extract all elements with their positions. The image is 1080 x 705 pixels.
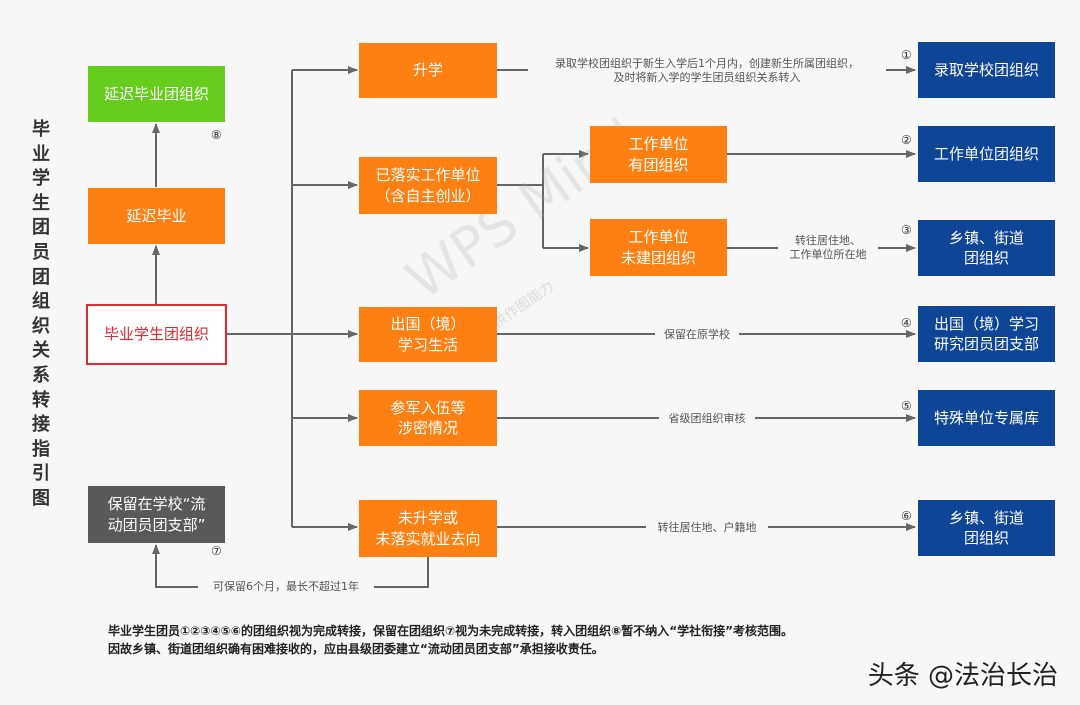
edge-label-abroad: 保留在原学校 bbox=[655, 328, 739, 342]
footer-note: 毕业学生团员①②③④⑤⑥的团组织视为完成转接，保留在团组织⑦视为未完成转接，转入… bbox=[108, 624, 794, 656]
target-special-unit: 特殊单位专属库 bbox=[918, 390, 1055, 446]
node-unit-no-org: 工作单位 未建团组织 bbox=[590, 219, 727, 276]
marker-6: ⑥ bbox=[901, 509, 912, 523]
edge-label-military: 省级团组织审核 bbox=[659, 412, 755, 426]
node-military: 参军入伍等 涉密情况 bbox=[359, 390, 497, 446]
node-further-study: 升学 bbox=[359, 43, 497, 98]
marker-8: ⑧ bbox=[211, 128, 222, 142]
marker-1: ① bbox=[901, 48, 912, 62]
node-delay-org: 延迟毕业团组织 bbox=[88, 66, 225, 122]
node-abroad: 出国（境） 学习生活 bbox=[359, 307, 497, 362]
node-root: 毕业学生团组织 bbox=[86, 304, 227, 365]
brand-signature: 头条 @法治长治 bbox=[867, 661, 1058, 691]
node-employed: 已落实工作单位 （含自主创业） bbox=[359, 157, 497, 214]
marker-4: ④ bbox=[901, 316, 912, 330]
node-unit-has-org: 工作单位 有团组织 bbox=[590, 126, 727, 183]
target-township-org-2: 乡镇、街道 团组织 bbox=[918, 500, 1055, 556]
edge-label-further-study: 录取学校团组织于新生入学后1个月内，创建新生所属团组织， 及时将新入学的学生团员… bbox=[528, 57, 886, 85]
target-abroad-branch: 出国（境）学习 研究团员团支部 bbox=[918, 306, 1055, 362]
marker-5: ⑤ bbox=[901, 399, 912, 413]
marker-2: ② bbox=[901, 133, 912, 147]
page-title: 毕业学生团员团组织关系转接指引图 bbox=[32, 119, 50, 509]
node-keep-school: 保留在学校“流 动团员团支部” bbox=[88, 486, 225, 543]
marker-7: ⑦ bbox=[211, 544, 222, 558]
node-delay-grad: 延迟毕业 bbox=[88, 188, 225, 244]
target-township-org-1: 乡镇、街道 团组织 bbox=[918, 220, 1055, 276]
edge-label-keep: 可保留6个月，最长不超过1年 bbox=[198, 580, 374, 594]
edge-label-unit-no-org: 转往居住地、 工作单位所在地 bbox=[778, 234, 878, 262]
target-admission-school-org: 录取学校团组织 bbox=[918, 42, 1055, 98]
target-work-unit-org: 工作单位团组织 bbox=[918, 126, 1055, 182]
node-unemployed: 未升学或 未落实就业去向 bbox=[359, 500, 497, 557]
marker-3: ③ bbox=[901, 223, 912, 237]
edge-label-unemployed: 转往居住地、户籍地 bbox=[646, 521, 768, 535]
